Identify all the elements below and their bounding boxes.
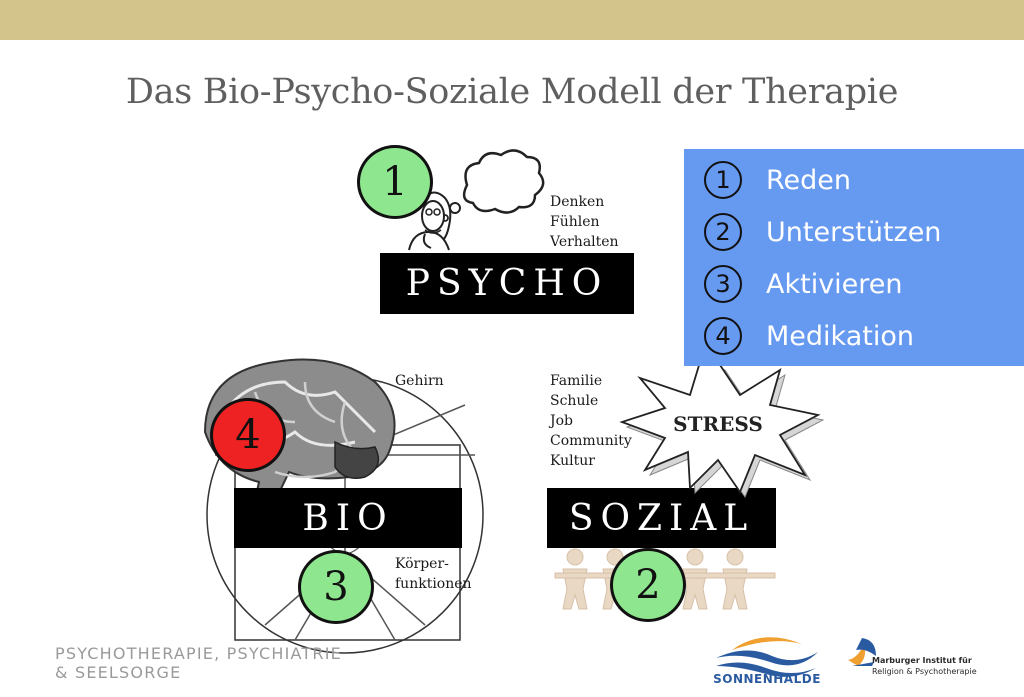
panel-number: 2 bbox=[704, 213, 742, 251]
thinking-person-illustration bbox=[408, 149, 545, 251]
body-number-badge: 3 bbox=[298, 550, 374, 624]
psycho-item: Fühlen bbox=[550, 214, 600, 230]
panel-label: Aktivieren bbox=[766, 268, 903, 300]
sozial-item: Schule bbox=[550, 393, 599, 409]
stress-label: STRESS bbox=[673, 412, 763, 436]
marburger-logo-line2: Religion & Psychotherapie bbox=[872, 667, 977, 676]
panel-label: Reden bbox=[766, 164, 852, 196]
psycho-label-box: PSYCHO bbox=[380, 253, 634, 314]
psycho-item: Verhalten bbox=[550, 234, 619, 250]
panel-number: 4 bbox=[704, 317, 742, 355]
therapy-steps-panel: 1 Reden 2 Unterstützen 3 Aktivieren 4 Me… bbox=[684, 149, 1024, 366]
panel-label: Unterstützen bbox=[766, 216, 942, 248]
stress-starburst: STRESS bbox=[619, 360, 825, 499]
body-functions-label: Körper- funktionen bbox=[395, 554, 472, 594]
psycho-label: PSYCHO bbox=[405, 263, 609, 304]
body-label-line: funktionen bbox=[395, 576, 472, 592]
sonnenhalde-logo-text: SONNENHALDE bbox=[713, 672, 821, 686]
marburger-institut-logo: Marburger Institut für Religion & Psycho… bbox=[848, 638, 977, 676]
sozial-items-list: Familie Schule Job Community Kultur bbox=[550, 371, 632, 471]
footer-line: & SEELSORGE bbox=[55, 663, 182, 682]
marburger-logo-line1: Marburger Institut für bbox=[872, 656, 972, 665]
footer-organization-text: PSYCHOTHERAPIE, PSYCHIATRIE & SEELSORGE bbox=[55, 644, 342, 682]
psycho-item: Denken bbox=[550, 194, 605, 210]
page-title: Das Bio-Psycho-Soziale Modell der Therap… bbox=[125, 72, 899, 112]
sonnenhalde-logo: SONNENHALDE bbox=[713, 637, 821, 686]
bio-label: BIO bbox=[302, 497, 394, 539]
panel-item: 3 Aktivieren bbox=[704, 262, 903, 306]
panel-item: 2 Unterstützen bbox=[704, 210, 941, 254]
psycho-items-list: Denken Fühlen Verhalten bbox=[550, 192, 619, 252]
panel-item: 4 Medikation bbox=[704, 314, 914, 358]
brain-number-badge: 4 bbox=[210, 398, 286, 472]
sozial-number-badge: 2 bbox=[610, 548, 686, 622]
panel-label: Medikation bbox=[766, 320, 914, 352]
footer-line: PSYCHOTHERAPIE, PSYCHIATRIE bbox=[55, 644, 342, 663]
sozial-label: SOZIAL bbox=[568, 497, 755, 539]
sozial-item: Familie bbox=[550, 373, 603, 389]
psycho-number-badge: 1 bbox=[357, 145, 433, 219]
top-accent-bar bbox=[0, 0, 1024, 40]
sozial-label-box: SOZIAL bbox=[547, 488, 776, 548]
sozial-item: Kultur bbox=[550, 453, 595, 469]
panel-number: 1 bbox=[704, 161, 742, 199]
panel-number: 3 bbox=[704, 265, 742, 303]
bio-label-box: BIO bbox=[234, 488, 462, 548]
sozial-item: Job bbox=[550, 413, 574, 429]
panel-item: 1 Reden bbox=[704, 158, 851, 202]
brain-label: Gehirn bbox=[395, 373, 444, 389]
sozial-item: Community bbox=[550, 433, 632, 449]
body-label-line: Körper- bbox=[395, 556, 449, 572]
